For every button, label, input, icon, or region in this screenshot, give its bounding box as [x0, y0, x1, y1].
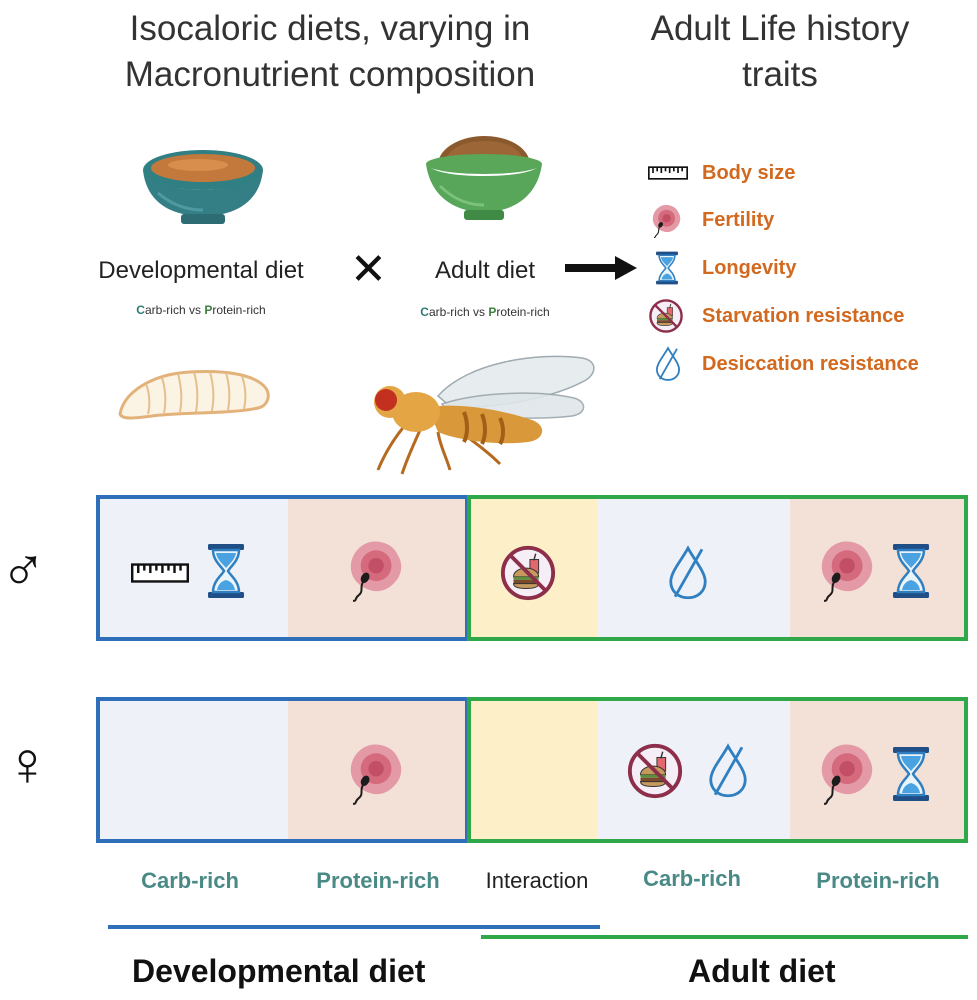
- hourglass-icon: [891, 746, 931, 802]
- diet-heading: Isocaloric diets, varying in Macronutrie…: [60, 6, 600, 98]
- carb-text: arb-rich vs: [144, 303, 205, 317]
- legend-label: Body size: [702, 161, 796, 184]
- female-interaction-cell: [467, 697, 597, 843]
- carb-initial: C: [136, 303, 145, 317]
- sperm-egg-icon: [813, 536, 879, 602]
- adult-diet-caption: Adult diet: [688, 953, 836, 989]
- protein-initial: P: [204, 303, 213, 317]
- developmental-bowl-icon: [143, 150, 263, 224]
- male-adult-protein-cell: [790, 495, 968, 641]
- female-symbol: ♀: [4, 730, 51, 799]
- larva-icon: [118, 370, 270, 420]
- no-food-icon: [499, 544, 557, 602]
- diet-heading-line2: Macronutrient composition: [124, 55, 536, 94]
- developmental-diet-subtitle: Carb-rich vs Protein-rich: [66, 303, 336, 317]
- carb-text: arb-rich vs: [428, 305, 489, 319]
- column-label-interaction: Interaction: [485, 868, 589, 893]
- legend-starvation: Starvation resistance: [648, 298, 904, 334]
- hourglass-icon: [891, 543, 931, 599]
- traits-heading-line2: traits: [742, 55, 818, 94]
- legend-longevity: Longevity: [648, 250, 796, 286]
- legend-label: Starvation resistance: [702, 304, 905, 327]
- protein-initial: P: [488, 305, 497, 319]
- no-water-drop-icon: [706, 743, 750, 799]
- diet-heading-line1: Isocaloric diets, varying in: [129, 9, 531, 48]
- legend-body-size: Body size: [648, 155, 795, 191]
- hourglass-icon: [206, 543, 246, 599]
- ruler-icon: [131, 563, 189, 583]
- adult-diet-label: Adult diet: [434, 257, 536, 284]
- traits-heading: Adult Life history traits: [610, 6, 950, 98]
- female-adult-frame: [467, 697, 968, 843]
- adult-bowl-icon: [426, 136, 542, 220]
- fruit-fly-icon: [374, 355, 595, 475]
- sperm-egg-icon: [648, 202, 688, 238]
- ruler-icon: [648, 155, 688, 191]
- column-label-adult-protein: Protein-rich: [816, 868, 940, 893]
- sperm-egg-icon: [342, 739, 408, 805]
- sperm-egg-icon: [813, 739, 879, 805]
- cross-symbol: ✕: [350, 245, 387, 294]
- adult-underline: [481, 935, 968, 939]
- no-water-drop-icon: [666, 545, 710, 601]
- female-adult-protein-cell: [790, 697, 968, 843]
- hourglass-icon: [648, 250, 688, 286]
- legend-label: Fertility: [702, 208, 775, 231]
- no-food-icon: [648, 298, 688, 334]
- legend-label: Desiccation resistance: [702, 352, 919, 375]
- legend-desiccation: Desiccation resistance: [648, 346, 919, 382]
- female-dev-carb-cell: [96, 697, 288, 843]
- adult-diet-subtitle: Carb-rich vs Protein-rich: [385, 305, 585, 319]
- developmental-diet-caption: Developmental diet: [132, 953, 426, 989]
- male-adult-carb-cell: [597, 495, 790, 641]
- column-label-dev-carb: Carb-rich: [141, 868, 239, 893]
- protein-text: rotein-rich: [212, 303, 266, 317]
- legend-fertility: Fertility: [648, 202, 774, 238]
- female-developmental-frame: [96, 697, 469, 843]
- arrow-right-icon: [565, 256, 637, 280]
- developmental-underline: [108, 925, 600, 929]
- traits-heading-line1: Adult Life history: [650, 9, 910, 48]
- no-water-drop-icon: [648, 346, 688, 382]
- column-label-dev-protein: Protein-rich: [316, 868, 440, 893]
- protein-text: rotein-rich: [496, 305, 550, 319]
- developmental-diet-label: Developmental diet: [98, 257, 304, 284]
- male-dev-carb-cell: [96, 495, 288, 641]
- carb-initial: C: [420, 305, 429, 319]
- legend-label: Longevity: [702, 256, 797, 279]
- male-adult-frame: [467, 495, 968, 641]
- male-symbol: ♂: [0, 536, 47, 605]
- no-food-icon: [626, 742, 684, 800]
- column-label-adult-carb: Carb-rich: [643, 866, 741, 891]
- sperm-egg-icon: [342, 536, 408, 602]
